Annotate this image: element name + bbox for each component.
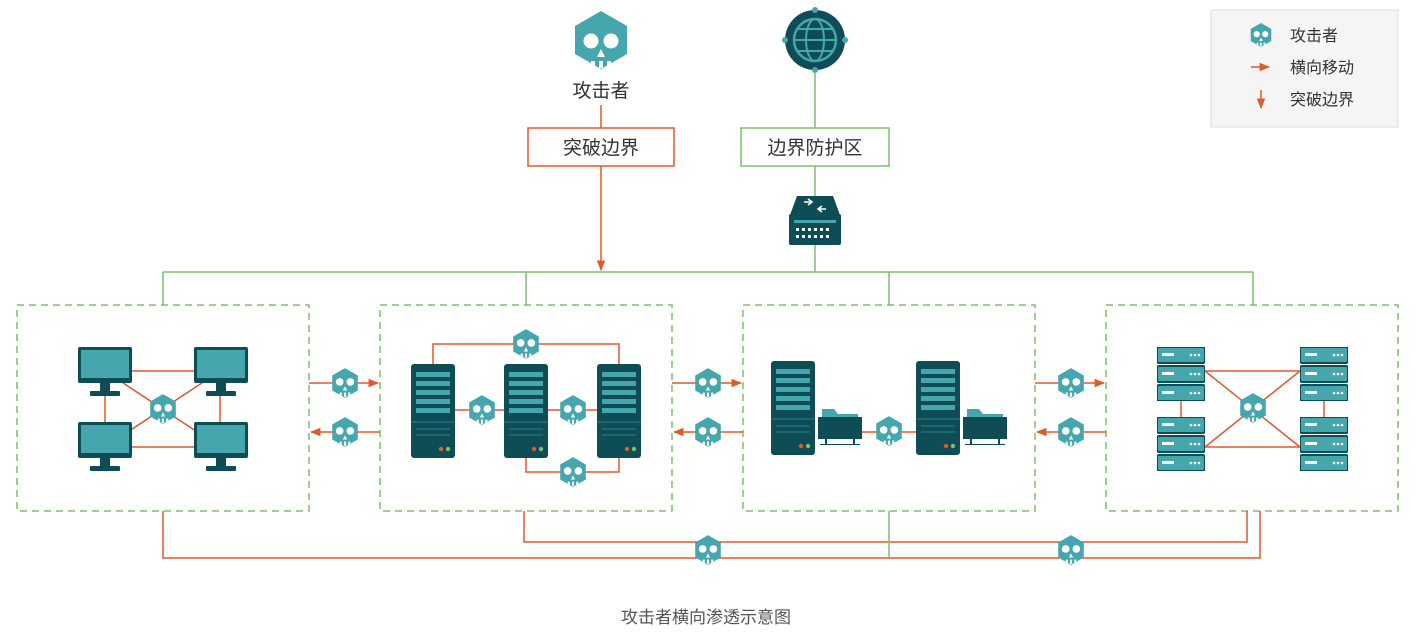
skull-icon (513, 329, 539, 359)
skull-icon (560, 395, 586, 425)
internet-globe-icon (782, 7, 848, 73)
rack-server-icon (1300, 417, 1348, 471)
zone-4-content (1157, 347, 1348, 471)
server-tower-icon (771, 361, 815, 455)
pc-icon (78, 422, 132, 471)
server-tower-icon (504, 364, 548, 458)
firewall-switch-icon (789, 196, 841, 245)
zone-2-content (411, 329, 641, 487)
server-tower-icon (411, 364, 455, 458)
rack-server-icon (1300, 347, 1348, 401)
perimeter-box: 边界防护区 (740, 127, 890, 167)
legend-label-lateral: 横向移动 (1290, 58, 1354, 77)
breach-box: 突破边界 (527, 127, 675, 167)
skull-icon (560, 457, 586, 487)
pc-icon (194, 422, 248, 471)
server-tower-icon (597, 364, 641, 458)
skull-icon (1058, 368, 1084, 398)
pc-icon (78, 347, 132, 396)
legend-label-attacker: 攻击者 (1290, 26, 1338, 45)
legend: 攻击者 横向移动 突破边界 (1210, 9, 1399, 128)
attacker-node: 攻击者 (572, 11, 630, 102)
pc-icon (194, 347, 248, 396)
zone-4 (1105, 304, 1399, 512)
zone-2 (379, 304, 673, 512)
skull-icon (332, 417, 358, 447)
skull-icon (1058, 535, 1084, 565)
diagram-caption: 攻击者横向渗透示意图 (621, 608, 791, 628)
attacker-label: 攻击者 (572, 80, 629, 102)
skull-icon (876, 416, 902, 446)
zone-3 (742, 304, 1036, 512)
skull-icon (695, 535, 721, 565)
zone-3-content (771, 361, 1007, 455)
server-tower-icon (916, 361, 960, 455)
rack-server-icon (1157, 347, 1205, 401)
skull-icon (695, 368, 721, 398)
folder-icon (818, 408, 862, 445)
folder-icon (963, 408, 1007, 445)
legend-label-breach: 突破边界 (1290, 90, 1354, 109)
perimeter-bus (162, 271, 1254, 305)
skull-icon (332, 368, 358, 398)
breach-box-label: 突破边界 (563, 137, 639, 159)
skull-icon (1058, 417, 1084, 447)
attacker-skull-icon (575, 11, 627, 69)
skull-icon (469, 395, 495, 425)
skull-icon (695, 417, 721, 447)
rack-server-icon (1157, 417, 1205, 471)
zone-1-content (78, 347, 248, 471)
perimeter-box-label: 边界防护区 (767, 137, 862, 159)
skull-icon (150, 394, 176, 424)
zone-1 (16, 304, 310, 512)
skull-icon (1240, 393, 1266, 423)
